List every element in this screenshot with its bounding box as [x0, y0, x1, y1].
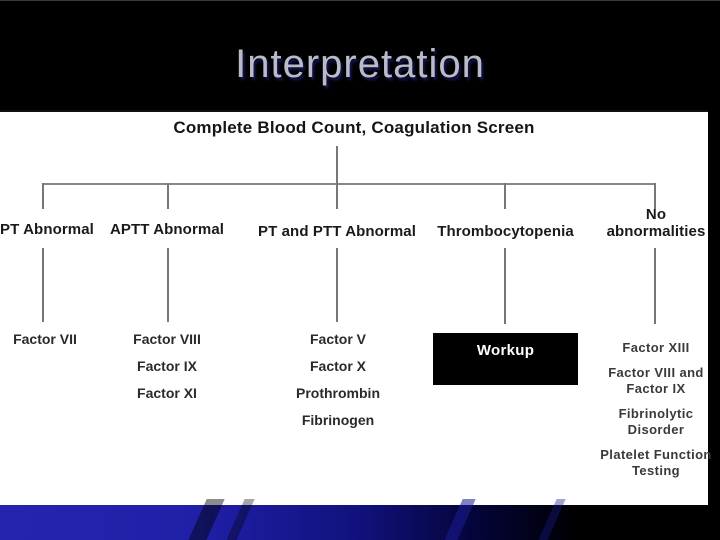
factor-list-aptt: Factor VIII Factor IX Factor XI: [83, 332, 251, 413]
branch-label-pt-ptt-abnormal: PT and PTT Abnormal: [257, 223, 416, 240]
factor-item: Factor XIII: [622, 340, 690, 355]
root-stem-line: [336, 146, 338, 183]
factor-item: Factor V: [309, 331, 366, 347]
branch-drop-line-thrombocytopenia: [504, 183, 506, 209]
column-line-pt: [42, 248, 44, 322]
factor-item: Factor VIII: [133, 331, 201, 347]
factor-item: Platelet Function Testing: [600, 447, 712, 478]
column-line-no-abnormalities: [654, 248, 656, 324]
factor-item: Fibrinogen: [301, 412, 375, 428]
factor-item: Prothrombin: [296, 385, 380, 401]
flowchart-canvas: Complete Blood Count, Coagulation Screen…: [0, 110, 711, 505]
swoosh-blue-streak: [441, 499, 476, 540]
branch-label-pt-abnormal: PT Abnormal: [0, 221, 94, 238]
branch-drop-line-pt-ptt: [336, 183, 338, 209]
factor-list-no-abnormalities: Factor XIII Factor VIII and Factor IX Fi…: [600, 340, 712, 488]
branch-rail-line: [42, 183, 656, 185]
factor-list-pt: Factor VII: [0, 332, 100, 359]
branch-label-aptt-abnormal: APTT Abnormal: [109, 221, 225, 238]
factor-item: Factor X: [309, 358, 366, 374]
factor-item: Factor VII: [13, 331, 77, 347]
branch-drop-line-pt: [42, 183, 44, 209]
flowchart-root-label: Complete Blood Count, Coagulation Screen: [173, 118, 535, 137]
branch-drop-line-no-abnormalities: [654, 183, 656, 209]
branch-label-no-abnormalities: No abnormalities: [606, 206, 706, 240]
branch-drop-line-aptt: [167, 183, 169, 209]
column-line-pt-ptt: [336, 248, 338, 322]
workup-box-label: Workup: [476, 342, 535, 359]
branch-label-thrombocytopenia: Thrombocytopenia: [437, 223, 574, 240]
bottom-swoosh-graphic: [0, 499, 720, 540]
factor-item: Factor XI: [137, 385, 197, 401]
column-line-aptt: [167, 248, 169, 322]
column-line-thrombocytopenia: [504, 248, 506, 324]
factor-item: Fibrinolytic Disorder: [618, 406, 694, 437]
top-edge-divider: [0, 0, 720, 1]
workup-box: Workup: [433, 333, 578, 385]
factor-item: Factor IX: [137, 358, 197, 374]
swoosh-dark-streak: [185, 499, 225, 540]
slide-title: Interpretation: [235, 42, 485, 86]
factor-list-pt-ptt: Factor V Factor X Prothrombin Fibrinogen: [254, 332, 422, 440]
swoosh-blue-streak: [535, 499, 566, 540]
factor-item: Factor VIII and Factor IX: [608, 365, 704, 396]
swoosh-dark-streak: [223, 499, 255, 540]
